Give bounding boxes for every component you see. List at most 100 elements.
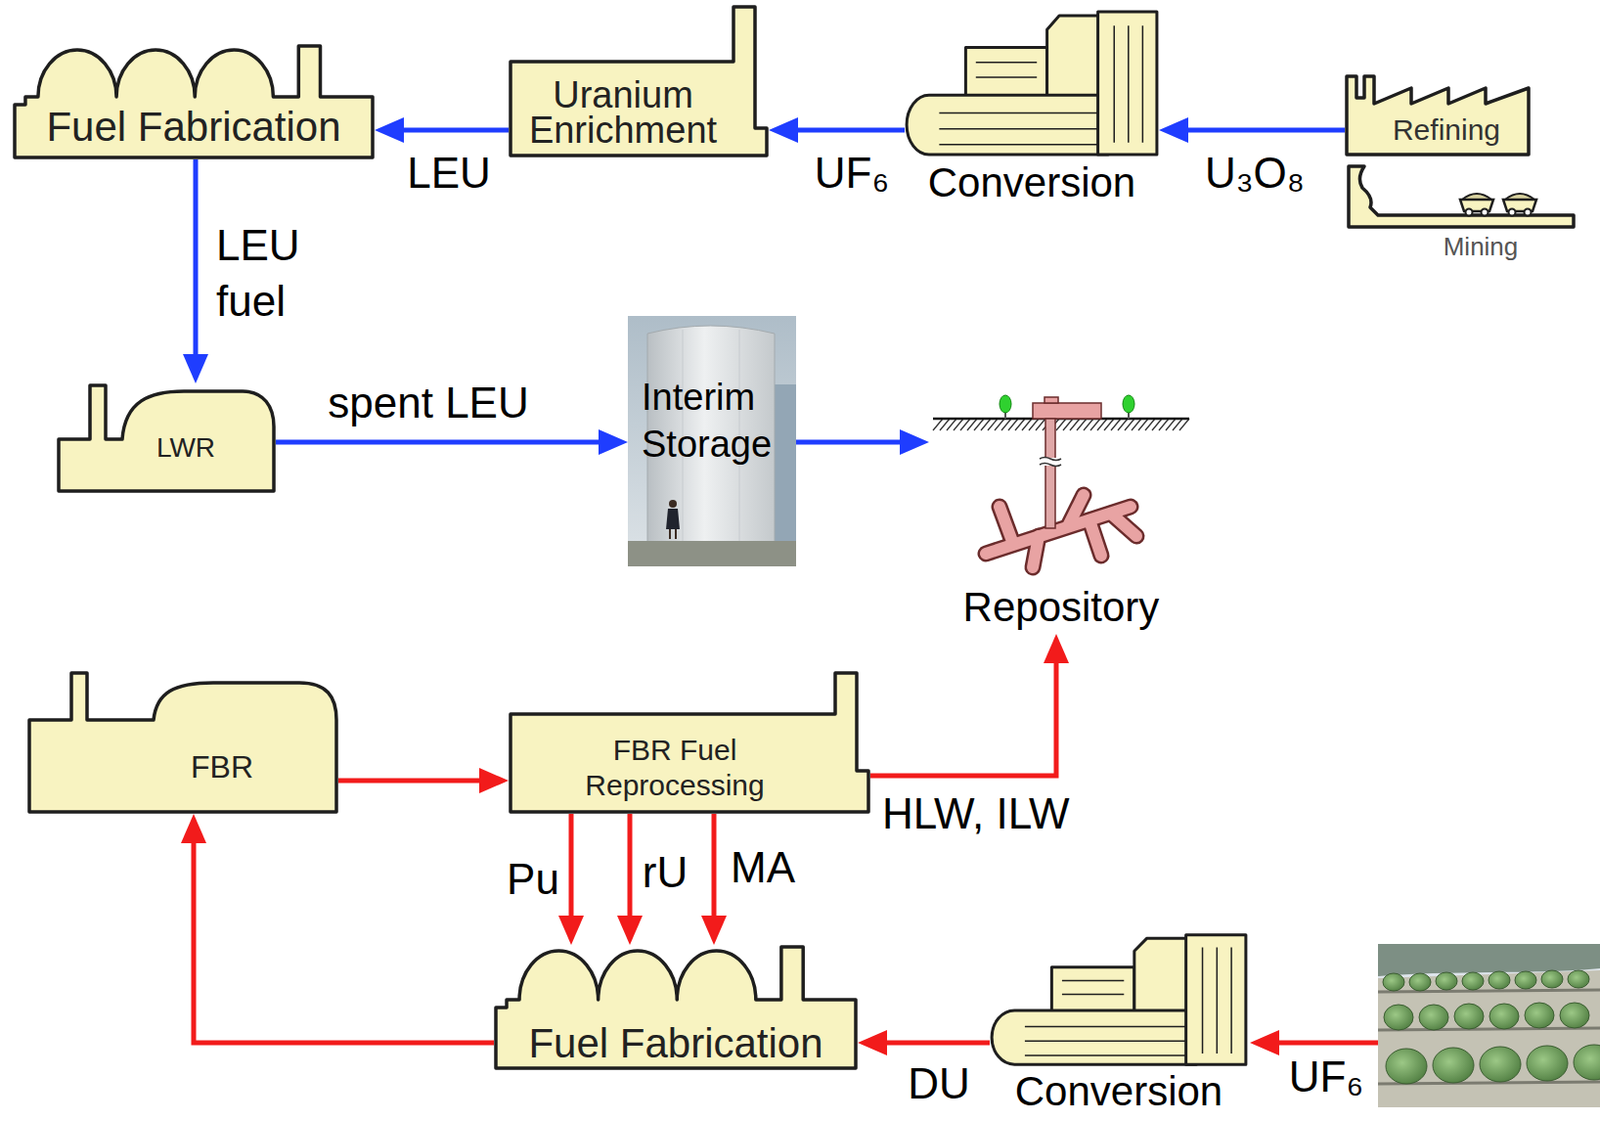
text-area: Mining [1344,162,1578,262]
fast-breeder-reactor: FBR [27,670,339,814]
mine-cart [1460,199,1494,212]
light-water-reactor: LWR [56,383,276,493]
node-label: Fuel Fabrication [45,104,341,150]
refinery: Refining [1344,74,1531,157]
flow-arrow [193,159,199,364]
label-box: HLW, ILW [882,789,1070,840]
uf6-cylinder [1419,1004,1449,1030]
label-box: LEU fuel [216,217,314,329]
text-area: Fuel Fabrication [493,944,858,1067]
refinery-outline [1346,76,1529,155]
material-label: UF₆ [1288,1052,1364,1103]
flow-arrow [193,833,494,1043]
flow-label: LEU [406,148,491,199]
text-area: Interim Storage [627,315,797,469]
reactor-outline [29,672,337,812]
uf6-cylinder [1559,1002,1590,1028]
flow-arrow [877,1040,990,1046]
building-front [906,94,1109,155]
tunnel [1032,535,1039,568]
uf6-cylinder [1479,1046,1521,1082]
conversion-plant: Conversion [904,7,1159,210]
uf6-cylinder [1382,973,1405,991]
building-drawing [906,11,1157,155]
building-windows [1113,25,1143,143]
uf6-cylinder [1573,1044,1600,1080]
repository: Repository [929,383,1194,634]
surface-building [1044,397,1059,403]
flow-label: U₃O₈ [1204,148,1305,199]
building-windows [938,112,1100,144]
cart-wheel [1466,209,1473,217]
node-label: Refining [1392,113,1501,146]
supply-arrow [1269,1040,1378,1046]
uf6-cylinder [1383,1004,1414,1030]
flow-arrow [394,128,509,134]
building-windows [1062,980,1124,995]
uf6-cylinder [1524,1002,1555,1028]
fuel-fabrication-plant: Fuel Fabrication [493,944,858,1070]
flow-arrow [796,440,910,445]
text-area: Fuel Fabrication [12,44,375,150]
tunnel-outline [999,506,1014,544]
flow-label: UF₆ [814,148,889,199]
flow-arrow [1178,128,1345,134]
tree [999,395,1012,413]
tree [1122,395,1135,413]
flow-arrow [711,813,717,926]
node-label: FBR [190,750,254,785]
node-label: Mining [1443,232,1519,262]
uf6-cylinder [1489,1003,1519,1029]
text-area: Repository [929,383,1194,630]
flow-arrow [275,440,609,445]
mine-ground [1348,166,1574,227]
photo-ground [1377,970,1600,1108]
break-mark [1039,457,1062,467]
flow-arrow [788,128,905,134]
building-windows [1024,1026,1189,1056]
uf6-cylinder [1432,1047,1474,1083]
tunnel-outline [1089,520,1102,556]
node-label: Conversion [1015,1069,1223,1113]
uranium-mine: Mining [1344,162,1578,268]
interim-storage: Interim Storage [627,315,797,567]
flow-arrow [627,813,633,926]
person-legs [669,529,676,539]
flow-arrow [338,778,489,784]
node-label: FBR Fuel Reprocessing [547,732,802,803]
surface-building [1032,402,1102,419]
building-windows [976,62,1037,78]
label-box: UF₆ [814,148,889,199]
building-windows [1202,947,1233,1055]
cart-wheel [1524,209,1532,217]
cylinder-rail [1377,1027,1600,1030]
flow-label: HLW, ILW [882,789,1070,840]
cart-wheel [1509,209,1516,217]
tunnel [1111,513,1137,536]
person-head [668,499,677,508]
flow-label: DU [907,1059,971,1110]
node-outline [27,670,339,814]
node-label: Uranium Enrichment [520,77,726,148]
tunnel [1089,520,1102,556]
label-box: UF₆ [1288,1052,1364,1103]
label-box: DU [907,1059,971,1110]
uf6-cylinder [1454,1003,1484,1029]
uf6-cylinder [1567,970,1590,988]
node-label: LWR [156,433,216,464]
text-area: Uranium Enrichment [508,4,769,148]
reactor-outline [58,385,274,491]
text-area: Conversion [904,7,1159,206]
text-area: FBR Fuel Reprocessing [508,670,871,803]
text-area: FBR [27,670,339,785]
flow-label: MA [730,843,796,893]
flow-label: spent LEU [327,378,529,429]
ground-hatching [1179,418,1190,431]
photo-ground [627,540,797,567]
enrichment-plant: Uranium Enrichment [508,4,769,158]
label-box: LEU [406,148,491,199]
text-area: Conversion [989,931,1248,1113]
building-front [991,1010,1197,1065]
shaft-break [1039,457,1062,466]
